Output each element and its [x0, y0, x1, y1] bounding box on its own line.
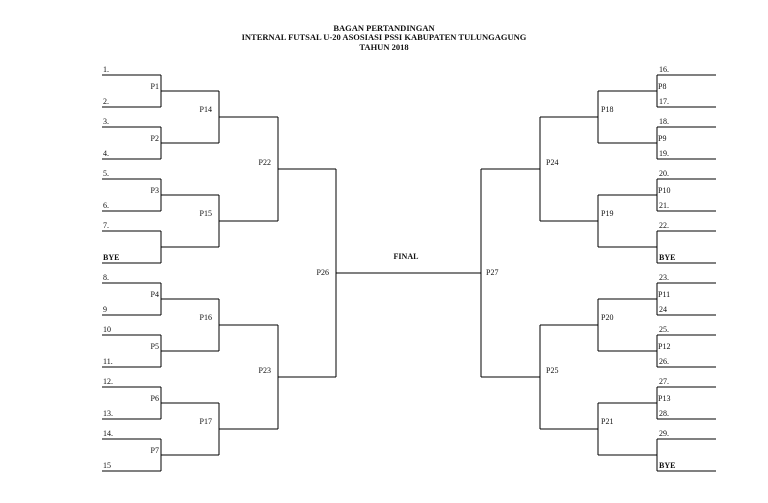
- left-match-label: P4: [151, 290, 159, 299]
- right-match-label: P24: [546, 158, 558, 167]
- left-match-label: P17: [200, 417, 212, 426]
- right-match-label: P21: [601, 417, 613, 426]
- right-match-label: P8: [658, 82, 666, 91]
- left-match-label: P7: [151, 446, 159, 455]
- right-match-label: P9: [658, 134, 666, 143]
- right-slot-label: 21.: [659, 201, 669, 210]
- left-slot-label: 14.: [103, 429, 113, 438]
- bracket-labels: 1. 2. 3. 4. 5. 6. 7. BYE 8. 9 10 11. 12. 13. 14. 15 P1P2…: [103, 65, 675, 470]
- tournament-year: TAHUN 2018: [359, 42, 409, 52]
- tournament-name: INTERNAL FUTSAL U-20 ASOSIASI PSSI KABUP…: [241, 32, 527, 42]
- right-match-label: P11: [658, 290, 670, 299]
- right-slot-label: BYE: [659, 253, 675, 262]
- left-slot-label: 10: [103, 325, 111, 334]
- left-match-label: P3: [151, 186, 159, 195]
- right-slot-label: BYE: [659, 461, 675, 470]
- right-match-label: P10: [658, 186, 670, 195]
- right-slot-label: 17.: [659, 97, 669, 106]
- left-match-label: P1: [151, 82, 159, 91]
- left-slot-label: 11.: [103, 357, 113, 366]
- right-match-label: P18: [601, 105, 613, 114]
- right-slot-label: 25.: [659, 325, 669, 334]
- left-match-label: P15: [200, 209, 212, 218]
- left-slot-label: 5.: [103, 169, 109, 178]
- right-slot-label: 26.: [659, 357, 669, 366]
- left-match-label: P6: [151, 394, 159, 403]
- left-slot-label: 7.: [103, 221, 109, 230]
- right-slot-label: 24: [659, 305, 667, 314]
- left-slot-label: 1.: [103, 65, 109, 74]
- left-slot-label: 3.: [103, 117, 109, 126]
- left-match-label: P14: [200, 105, 212, 114]
- right-slot-label: 27.: [659, 377, 669, 386]
- right-match-label: P19: [601, 209, 613, 218]
- left-semi-label: P26: [317, 268, 329, 277]
- final-label: FINAL: [394, 252, 419, 261]
- right-match-label: P25: [546, 366, 558, 375]
- right-slot-label: 29.: [659, 429, 669, 438]
- right-slot-label: 23.: [659, 273, 669, 282]
- left-slot-label: 2.: [103, 97, 109, 106]
- left-slot-label: 9: [103, 305, 107, 314]
- left-slot-label: 15: [103, 461, 111, 470]
- left-slot-label: BYE: [103, 253, 119, 262]
- left-match-label: P16: [200, 313, 212, 322]
- left-slot-label: 12.: [103, 377, 113, 386]
- bracket-title: BAGAN PERTANDINGAN: [333, 23, 435, 33]
- right-semi-label: P27: [486, 268, 498, 277]
- right-slot-label: 20.: [659, 169, 669, 178]
- right-match-label: P12: [658, 342, 670, 351]
- left-slot-label: 6.: [103, 201, 109, 210]
- right-slot-label: 22.: [659, 221, 669, 230]
- left-match-label: P22: [259, 158, 271, 167]
- bracket-lines: [102, 74, 716, 472]
- left-slot-label: 8.: [103, 273, 109, 282]
- right-slot-label: 28.: [659, 409, 669, 418]
- left-match-label: P23: [259, 366, 271, 375]
- right-match-label: P13: [658, 394, 670, 403]
- left-match-label: P5: [151, 342, 159, 351]
- left-slot-label: 4.: [103, 149, 109, 158]
- right-match-label: P20: [601, 313, 613, 322]
- right-slot-label: 16.: [659, 65, 669, 74]
- right-slot-label: 19.: [659, 149, 669, 158]
- right-slot-label: 18.: [659, 117, 669, 126]
- left-slot-label: 13.: [103, 409, 113, 418]
- left-match-label: P2: [151, 134, 159, 143]
